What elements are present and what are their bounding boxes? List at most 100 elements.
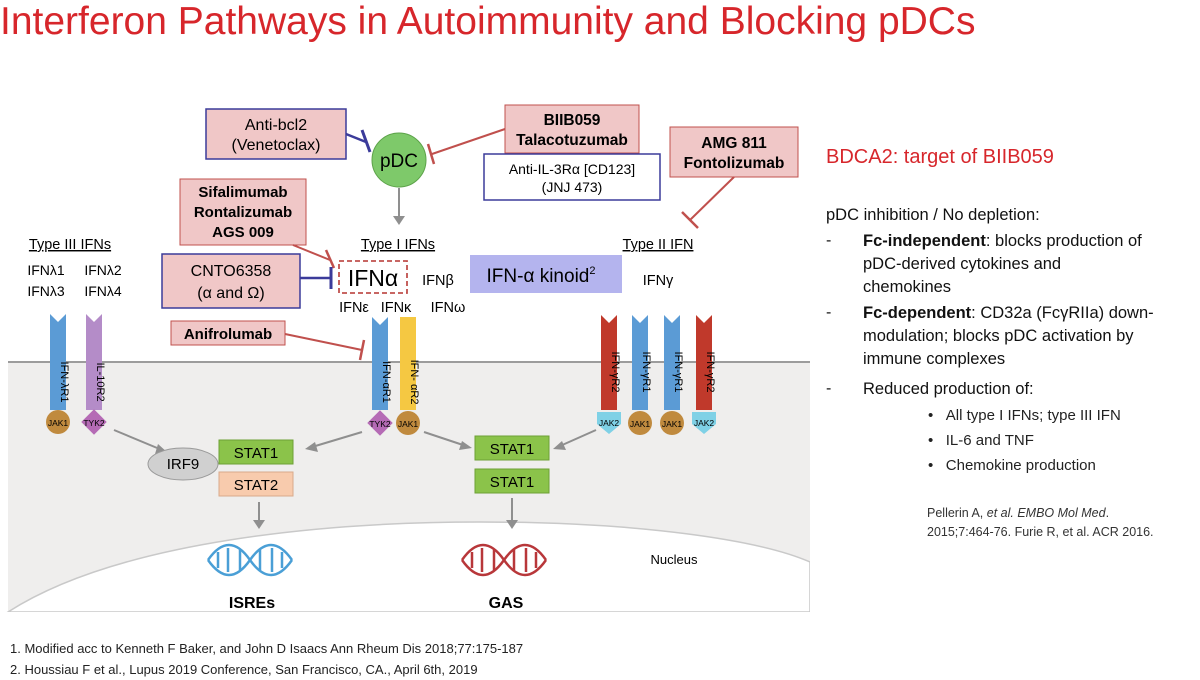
anifrolumab-label: Anifrolumab <box>184 326 272 343</box>
jak2-type2-left <box>597 412 621 434</box>
ifn-alpha-r1-receptor <box>372 317 388 410</box>
ifn-gamma-r2-label-2: IFN-γR2 <box>704 352 716 393</box>
jak1-type1 <box>396 411 420 435</box>
fc-independent-bold: Fc-independent <box>863 232 986 250</box>
tyk2-type1-label: TYK2 <box>369 419 391 429</box>
dash-3: - <box>826 380 832 397</box>
ifn-gamma-r2-receptor-2 <box>696 315 712 410</box>
stat2-label: STAT2 <box>234 477 278 494</box>
pdc-to-type1-arrowhead <box>393 216 405 225</box>
type1-to-irf9-arrowhead <box>305 442 318 452</box>
ifn-gamma-r1-receptor-2 <box>664 315 680 410</box>
ifn-beta-label: IFNβ <box>422 273 454 289</box>
sifalimumab-inhibition-bar <box>324 249 336 269</box>
stat1-gas-node-2 <box>474 468 550 494</box>
sifalimumab-inhibition-line <box>292 244 331 261</box>
anti-bcl2-inhibition-line <box>345 132 367 144</box>
pdc-label: pDC <box>380 151 418 172</box>
anifrolumab-inhibition-bar <box>358 339 366 361</box>
ifn-alpha-kinoid-box <box>470 255 622 293</box>
type3-label: Type III IFNs <box>29 237 111 253</box>
fc-independent-line-2: pDC-derived cytokines and <box>863 255 1062 273</box>
amg811-inhibition-bar <box>681 211 699 229</box>
ifn-lambda1: IFNλ1 <box>27 262 65 278</box>
ifn-lambda3: IFNλ3 <box>27 283 65 299</box>
reduced-production-item: Reduced production of: <box>863 380 1034 398</box>
type1-to-gas-arrowhead <box>459 441 472 450</box>
anifrolumab-box <box>170 320 286 346</box>
amg811-label-2: Fontolizumab <box>684 155 785 172</box>
isre-dna-helix <box>206 543 294 577</box>
stat-to-isre-arrowhead <box>253 520 265 529</box>
cnto6358-label-1: CNTO6358 <box>191 263 272 280</box>
footnote-2: 2. Houssiau F et al., Lupus 2019 Confere… <box>10 662 478 677</box>
sifalimumab-box <box>179 178 307 246</box>
ifn-lambda-r1-label: IFN-λR1 <box>58 362 70 403</box>
nucleus-region <box>6 521 810 612</box>
jak1-type2-right <box>660 411 684 435</box>
ifn-alpha-r1-label: IFN-αR1 <box>380 361 392 403</box>
ifn-gamma-r2-receptor-1 <box>601 315 617 410</box>
anti-bcl2-inhibition-bar <box>360 129 372 153</box>
gas-dna-helix <box>460 543 548 577</box>
irf9-node <box>147 447 219 481</box>
footnote-1: 1. Modified acc to Kenneth F Baker, and … <box>10 641 524 656</box>
stat1-gas-node-1 <box>474 435 550 461</box>
sifalimumab-label-1: Sifalimumab <box>198 184 287 201</box>
isres-label: ISREs <box>229 595 275 612</box>
bullet-item-3: • Chemokine production <box>928 457 1096 474</box>
anifrolumab-inhibition-line <box>284 333 363 351</box>
jak2-type2-right-label: JAK2 <box>694 418 715 428</box>
jak1-type2-right-label: JAK1 <box>662 419 683 429</box>
biib059-label-1: BIIB059 <box>544 112 601 129</box>
fc-dependent-line-1: : CD32a (FcγRIIa) down- <box>971 304 1154 322</box>
stat2-node <box>218 471 294 497</box>
reference-citation: Pellerin A, et al. EMBO Mol Med. 2015;7:… <box>927 504 1154 542</box>
tyk2-type1 <box>367 410 393 436</box>
ref-authors: Pellerin A, <box>927 506 987 520</box>
ifn-gamma-r1-label-2: IFN-γR1 <box>672 352 684 393</box>
fc-independent-line-1: : blocks production of <box>985 232 1142 250</box>
ifn-lambda2: IFNλ2 <box>84 262 122 278</box>
cnto6358-label-2: (α and Ω) <box>197 285 264 302</box>
jak1-type3-label: JAK1 <box>48 418 69 428</box>
stat1-isre-label: STAT1 <box>234 445 278 462</box>
ifn-gamma-r1-label-1: IFN-γR1 <box>640 352 652 393</box>
ifn-alpha-box <box>338 260 408 294</box>
gas-label: GAS <box>489 595 524 612</box>
type1-to-irf9-arrow <box>311 431 363 448</box>
bullet-text-1: All type I IFNs; type III IFN <box>945 407 1121 424</box>
slide-title: Interferon Pathways in Autoimmunity and … <box>0 0 976 43</box>
nucleus-label: Nucleus <box>651 552 698 567</box>
il10r2-receptor <box>86 314 102 410</box>
bullet-item-2: • IL-6 and TNF <box>928 432 1034 449</box>
right-panel: BDCA2: target of BIIB059 pDC inhibition … <box>812 92 1197 612</box>
fc-dependent-item: Fc-dependent: CD32a (FcγRIIa) down- modu… <box>863 302 1198 371</box>
type2-to-gas-arrowhead <box>553 441 566 450</box>
ifn-kappa-label: IFNκ <box>381 300 412 316</box>
tyk2-type3-label: TYK2 <box>83 418 105 428</box>
fc-dependent-line-2: modulation; blocks pDC activation by <box>863 327 1134 345</box>
anti-il3r-label-1: Anti-IL-3Rα [CD123] <box>509 161 635 177</box>
anti-bcl2-label-1: Anti-bcl2 <box>245 117 307 134</box>
stat1-gas-label-2: STAT1 <box>490 474 534 491</box>
type2-label: Type II IFN <box>623 237 694 253</box>
stat1-to-gas-arrowhead <box>506 520 518 529</box>
tyk2-type3 <box>81 409 107 435</box>
irf9-label: IRF9 <box>167 456 200 473</box>
biib059-inhibition-line <box>431 128 506 155</box>
ref-line-2: 2015;7:464-76. Furie R, et al. ACR 2016. <box>927 525 1154 539</box>
ifn-lambda4: IFNλ4 <box>84 283 122 299</box>
ifn-gamma-label: IFNγ <box>643 273 674 289</box>
ifn-gamma-r1-receptor-1 <box>632 315 648 410</box>
type1-label: Type I IFNs <box>361 237 435 253</box>
bullet-text-3: Chemokine production <box>945 457 1096 474</box>
ifn-alpha-kinoid-label: IFN-α kinoid2 <box>487 265 596 287</box>
jak1-type3 <box>46 410 70 434</box>
ref-journal: et al. EMBO Mol Med <box>986 506 1106 520</box>
biib059-label-2: Talacotuzumab <box>516 132 628 149</box>
jak1-type1-label: JAK1 <box>398 419 419 429</box>
anti-il3r-box <box>483 153 661 201</box>
type2-to-gas-arrow <box>559 429 597 447</box>
anti-il3r-label-2: (JNJ 473) <box>542 179 603 195</box>
